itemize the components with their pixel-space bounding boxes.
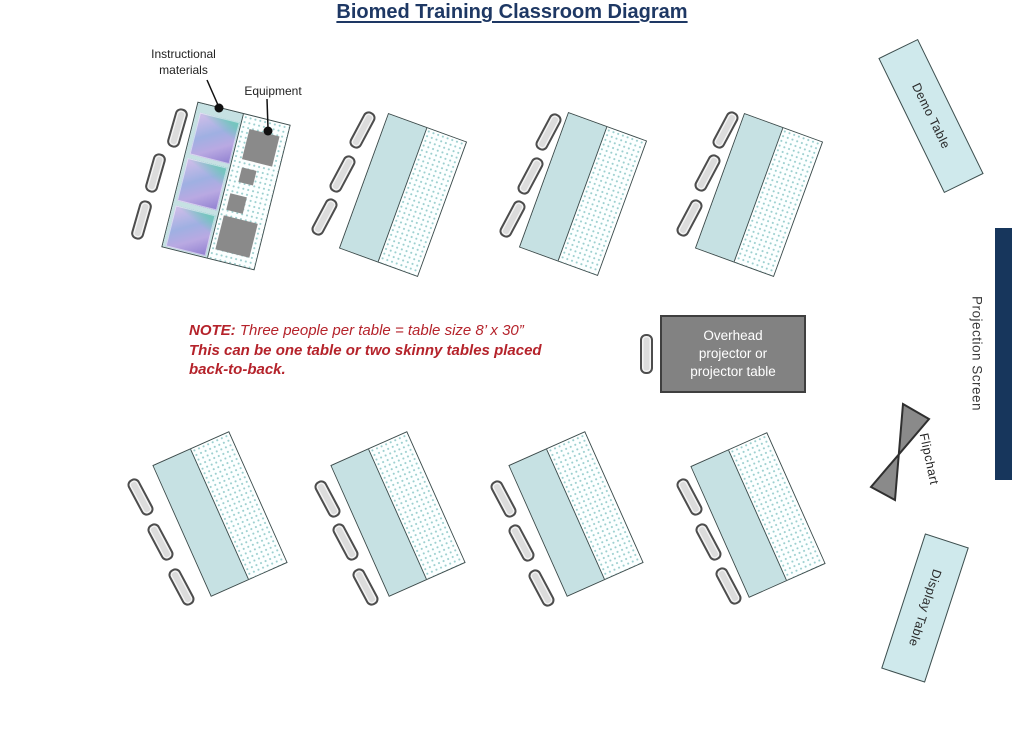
chair bbox=[165, 106, 189, 150]
chair bbox=[349, 566, 381, 608]
student-table bbox=[330, 431, 466, 597]
flipchart-label: Flipchart bbox=[916, 431, 942, 487]
note-heading: NOTE: bbox=[189, 322, 236, 339]
display-table: Display Table bbox=[881, 533, 969, 683]
chair bbox=[311, 478, 343, 520]
chair bbox=[144, 521, 176, 563]
overhead-projector-table: Overhead projector or projector table bbox=[660, 315, 806, 393]
note-line1: Three people per table = table size 8’ x… bbox=[235, 322, 524, 339]
chair bbox=[124, 476, 156, 518]
note-line2: This can be one table or two skinny tabl… bbox=[189, 341, 542, 359]
chair bbox=[329, 521, 361, 563]
chair bbox=[308, 196, 340, 238]
chair bbox=[346, 109, 378, 151]
student-table bbox=[690, 432, 826, 598]
chair bbox=[143, 151, 167, 195]
chair bbox=[165, 566, 197, 608]
note-line3: back-to-back. bbox=[189, 361, 286, 378]
demo-table: Demo Table bbox=[878, 38, 984, 194]
label-equipment: Equipment bbox=[244, 84, 302, 98]
label-instructional-materials: Instructional materials bbox=[151, 47, 216, 77]
projection-screen-label: Projection Screen bbox=[969, 295, 985, 412]
chair bbox=[525, 567, 557, 609]
page-title: Biomed Training Classroom Diagram bbox=[336, 1, 688, 23]
chair bbox=[326, 153, 358, 195]
chair bbox=[129, 198, 153, 242]
note-text: NOTE: Three people per table = table siz… bbox=[189, 321, 629, 380]
chair bbox=[487, 478, 519, 520]
chair bbox=[505, 522, 537, 564]
chair bbox=[639, 334, 653, 374]
projection-screen bbox=[995, 228, 1012, 480]
pointer-line-instructional-materials bbox=[206, 79, 219, 106]
